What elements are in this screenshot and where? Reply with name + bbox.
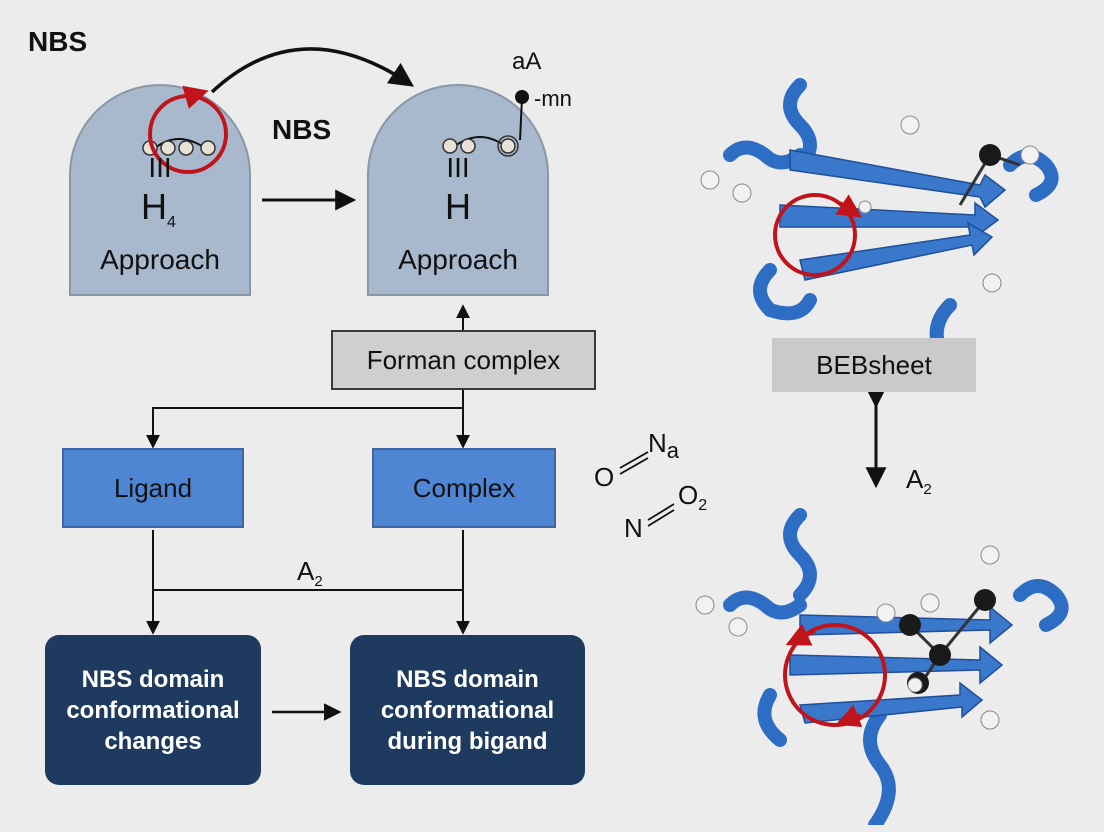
complex-box: Complex [372,448,556,528]
nbs-domain-changes-box: NBS domain conformational changes [45,635,261,785]
protein-structure-top [700,78,1059,355]
molecule-2-right-atom: O2 [678,480,708,515]
protein-arrow-label: A2 [906,464,932,499]
curved-arrow [210,47,415,94]
corner-label-top: aA [512,48,542,75]
right-bead-chain [442,90,529,157]
page-title: NBS [28,26,88,57]
left-arch-shape [69,84,251,296]
red-rotation-circle-left [148,85,228,174]
left-arch-letter: H4 [141,186,176,232]
corner-label-bottom: -mn [534,86,572,111]
left-bead-chain [142,138,216,156]
right-arch-symbol: III [446,152,470,183]
molecule-2-left-atom: N [624,513,643,543]
left-arch-symbol: III [148,152,172,183]
molecule-1-right-atom: Na [648,428,680,463]
left-arch-label: Approach [100,244,220,275]
protein-structure-bottom [695,508,1069,825]
nbs-domain-bigand-box: NBS domain conformational during bigand [350,635,585,785]
beb-sheet-label: BEBsheet [772,338,976,392]
right-arch-letter: H [445,186,471,227]
right-arch-label: Approach [398,244,518,275]
molecule-1-left-atom: O [594,462,615,492]
a2-flow-label: A2 [297,556,323,591]
forman-complex-box: Forman complex [331,330,596,390]
ligand-box: Ligand [62,448,244,528]
middle-nbs-label: NBS [272,114,332,145]
